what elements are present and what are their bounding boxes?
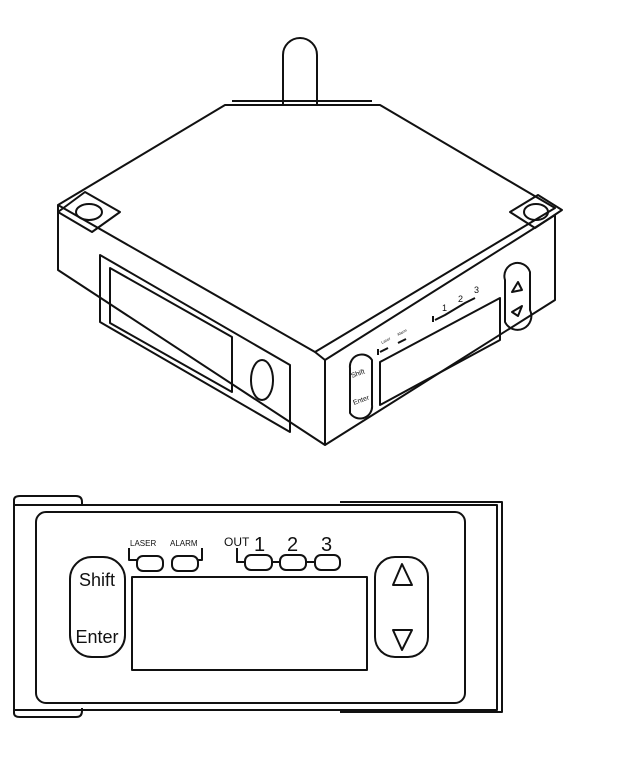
- housing: [13, 504, 498, 711]
- laser-led: [136, 555, 164, 572]
- svg-text:3: 3: [474, 285, 479, 295]
- svg-text:Laser: Laser: [380, 335, 392, 344]
- top-tab: [13, 495, 83, 505]
- enter-label: Enter: [75, 627, 118, 647]
- down-arrow-icon[interactable]: [392, 629, 413, 651]
- left-face: [57, 205, 326, 446]
- svg-text:2: 2: [458, 294, 463, 304]
- alarm-label: ALARM: [170, 539, 198, 548]
- mount-hole-right: [509, 194, 563, 229]
- shift-enter-button[interactable]: [69, 556, 126, 658]
- connector-pin: [282, 37, 318, 105]
- iso-shift-enter-button: [348, 353, 374, 420]
- out1-led: [244, 554, 273, 571]
- iso-shift-label: Shift: [350, 368, 366, 379]
- out2-led: [279, 554, 307, 571]
- alarm-led: [171, 555, 199, 572]
- out3-led: [314, 554, 341, 571]
- display: [131, 576, 368, 671]
- front-panel: [35, 511, 466, 704]
- mount-hole-left: [57, 191, 121, 233]
- out2-label: 2: [287, 534, 298, 556]
- iso-arrow-button: [503, 261, 533, 331]
- side-window-outer: [99, 254, 291, 433]
- iso-display: [379, 297, 501, 406]
- up-down-button[interactable]: [374, 556, 429, 658]
- bottom-tab: [13, 708, 83, 718]
- iso-enter-label: Enter: [352, 394, 371, 407]
- up-arrow-icon[interactable]: [392, 563, 413, 586]
- svg-text:Alarm: Alarm: [396, 327, 408, 337]
- out1-label: 1: [254, 534, 265, 556]
- shift-label: Shift: [79, 570, 115, 590]
- front-view: Shift Enter LASER ALARM OUT 1 2 3: [13, 495, 503, 718]
- side-window: [109, 267, 233, 393]
- housing-extension: [340, 501, 503, 713]
- out3-label: 3: [321, 534, 332, 556]
- top-face: [57, 104, 556, 353]
- isometric-view: Shift Enter Laser Alarm 1 2 3: [57, 37, 563, 446]
- out-label: OUT: [224, 535, 250, 549]
- side-indicator: [250, 359, 274, 401]
- laser-label: LASER: [130, 539, 156, 548]
- svg-text:1: 1: [442, 303, 447, 313]
